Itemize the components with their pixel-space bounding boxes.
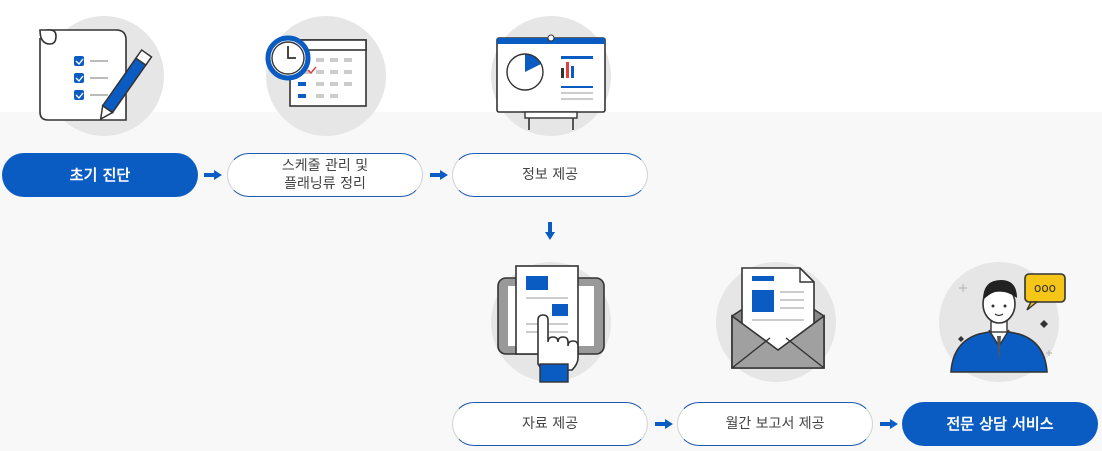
arrow-right-icon bbox=[430, 170, 448, 180]
envelope-report-icon bbox=[731, 267, 825, 369]
step-pill: 스케줄 관리 및 플래닝류 정리 bbox=[227, 153, 423, 197]
arrow-right-icon bbox=[204, 170, 222, 180]
arrow-down-icon bbox=[545, 222, 555, 240]
consultant-person-icon: ooo bbox=[950, 273, 1066, 373]
step-pill: 자료 제공 bbox=[452, 402, 648, 446]
checklist-pen-icon bbox=[39, 29, 153, 121]
step-pill: 월간 보고서 제공 bbox=[677, 402, 873, 446]
clock-calendar-icon bbox=[265, 35, 367, 107]
presentation-board-icon bbox=[496, 34, 606, 130]
step-pill: 초기 진단 bbox=[2, 153, 198, 197]
speech-bubble-text: ooo bbox=[1034, 281, 1056, 295]
arrow-right-icon bbox=[880, 419, 898, 429]
step-pill: 전문 상담 서비스 bbox=[902, 402, 1098, 446]
tablet-document-touch-icon bbox=[497, 265, 605, 383]
arrow-right-icon bbox=[655, 419, 673, 429]
step-pill: 정보 제공 bbox=[452, 153, 648, 197]
